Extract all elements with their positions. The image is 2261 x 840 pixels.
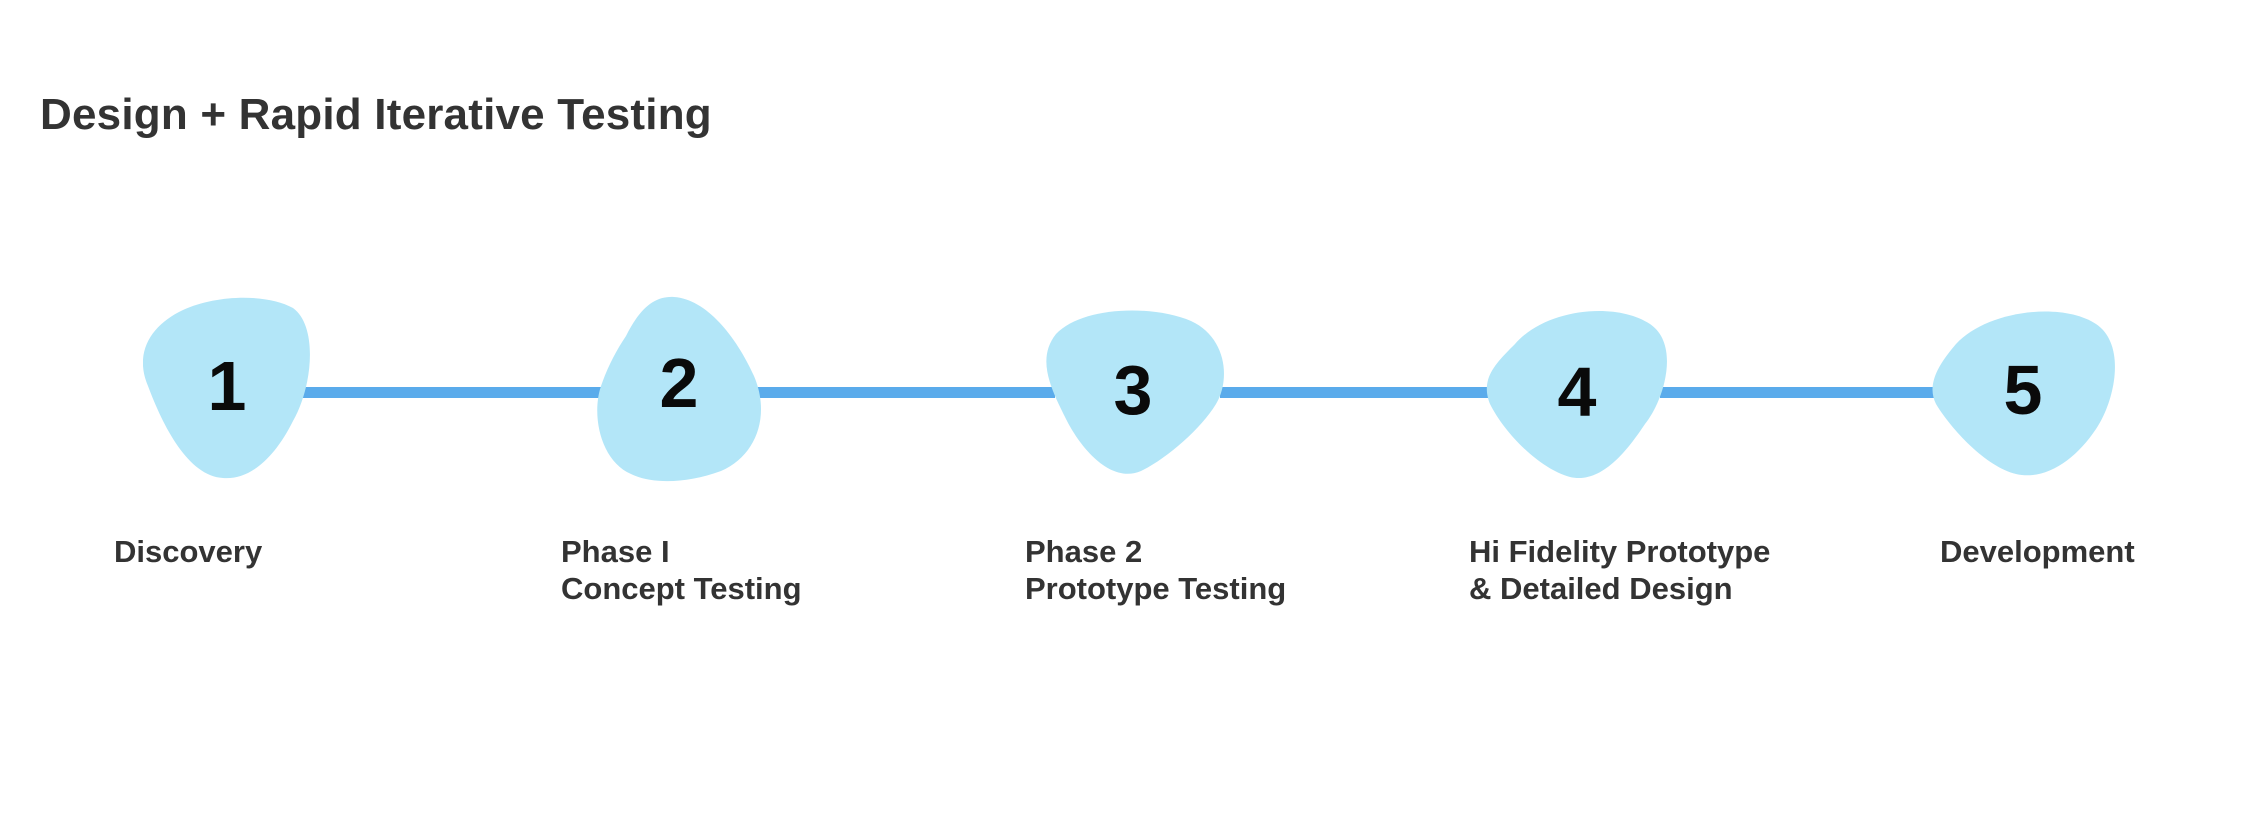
step-5-blob: 5 [1931, 309, 2115, 477]
step-4-blob: 4 [1485, 309, 1669, 479]
step-1-label: Discovery [114, 533, 262, 570]
step-2-blob: 2 [596, 296, 762, 482]
step-1-label-line1: Discovery [114, 534, 263, 569]
step-4-label: Hi Fidelity Prototype & Detailed Design [1469, 533, 1770, 607]
step-4-label-line1: Hi Fidelity Prototype [1469, 534, 1771, 569]
diagram-title: Design + Rapid Iterative Testing [40, 90, 712, 139]
step-5-number: 5 [2003, 351, 2043, 429]
connector-4-5 [1660, 387, 1940, 398]
step-4-label-line2: & Detailed Design [1469, 571, 1733, 606]
step-1-blob: 1 [143, 296, 311, 480]
step-2-number: 2 [659, 344, 699, 422]
connector-1-2 [300, 387, 605, 398]
step-4-number: 4 [1557, 353, 1597, 431]
connector-2-3 [755, 387, 1055, 398]
step-5-label-line1: Development [1940, 534, 2135, 569]
step-2-label-line2: Concept Testing [561, 571, 802, 606]
connector-3-4 [1220, 387, 1490, 398]
step-3-label-line1: Phase 2 [1025, 534, 1143, 569]
step-1-number: 1 [207, 347, 247, 425]
step-2-label-line1: Phase I [561, 534, 670, 569]
step-5-label: Development [1940, 533, 2135, 570]
step-3-label-line2: Prototype Testing [1025, 571, 1287, 606]
step-2-label: Phase I Concept Testing [561, 533, 802, 607]
step-3-number: 3 [1113, 351, 1153, 429]
step-3-blob: 3 [1041, 309, 1225, 475]
step-3-label: Phase 2 Prototype Testing [1025, 533, 1286, 607]
